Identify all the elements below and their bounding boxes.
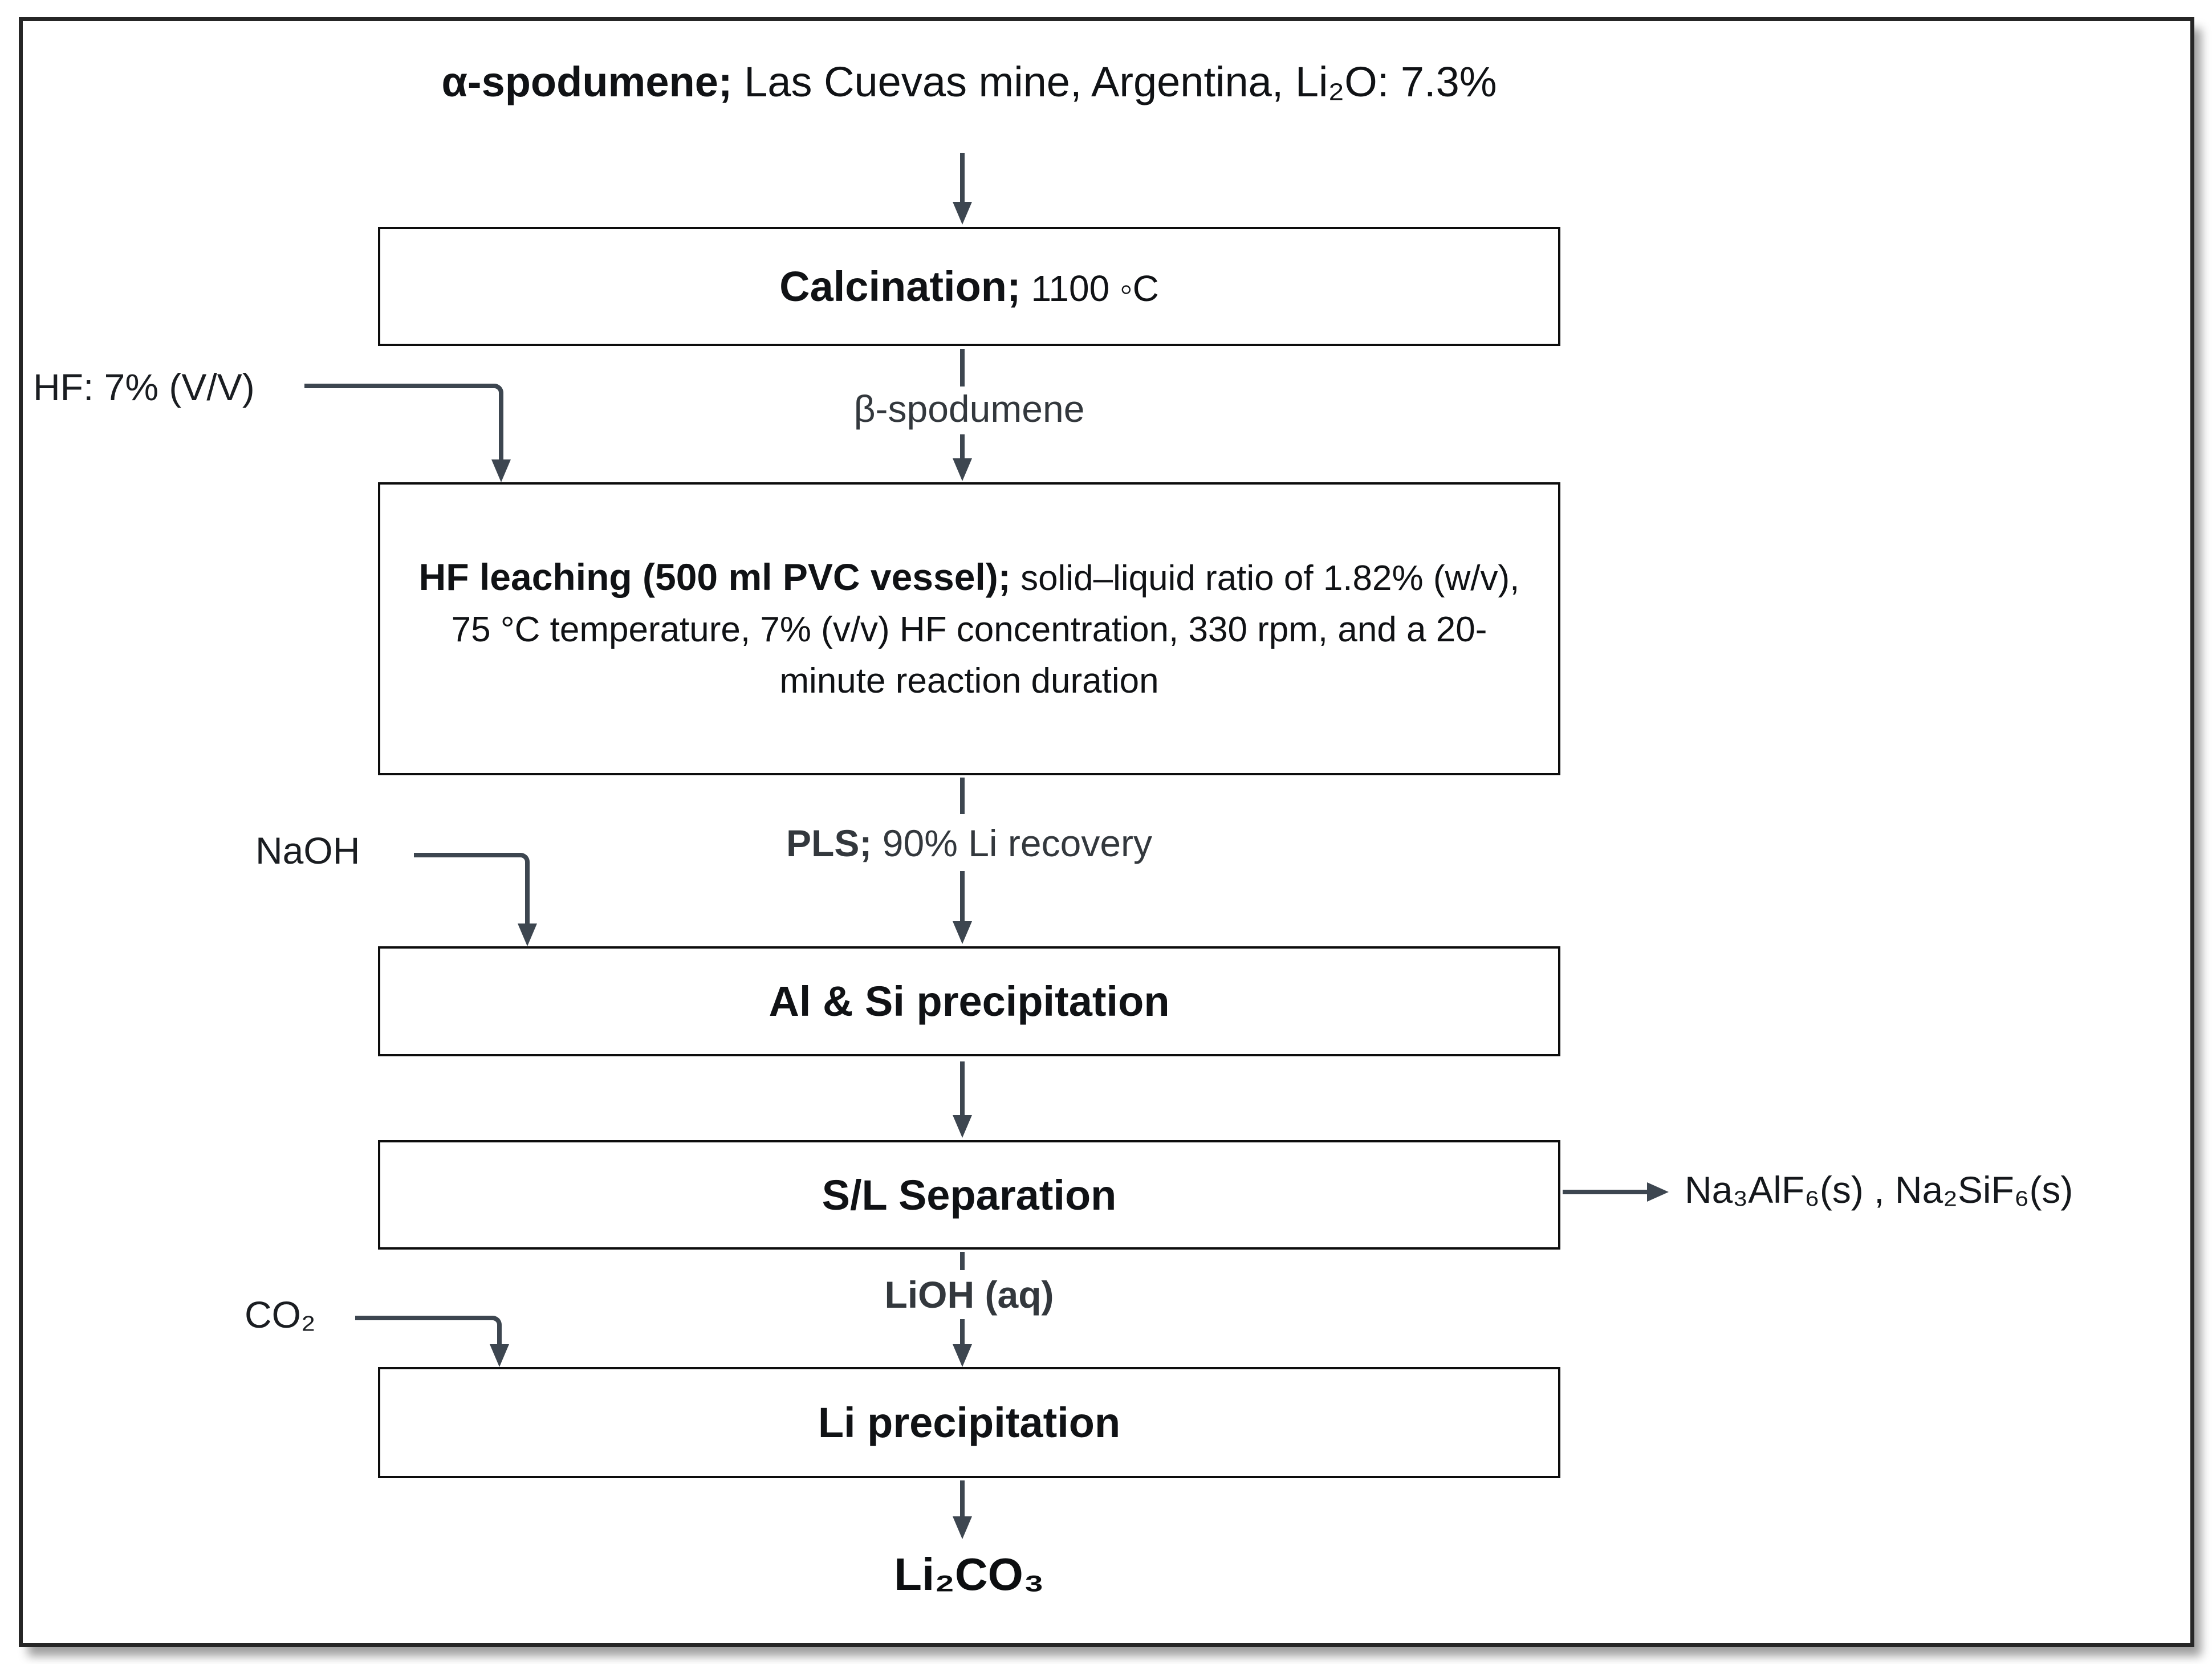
beta-spodumene-text: β-spodumene — [853, 388, 1085, 430]
source-material-name: α-spodumene; — [441, 58, 733, 105]
stream-beta-spodumene-label: β-spodumene — [378, 383, 1560, 434]
arrow-shaft — [1563, 1190, 1647, 1194]
calcination-title: Calcination; — [779, 263, 1021, 310]
node-calcination: Calcination;1100 ◦C — [378, 227, 1560, 346]
arrow-right-icon — [1647, 1182, 1669, 1202]
input-naoh-label: NaOH — [255, 829, 360, 872]
lioh-text: LiOH (aq) — [884, 1274, 1054, 1316]
arrow-down-icon — [953, 202, 972, 225]
node-li-precipitation: Li precipitation — [378, 1367, 1560, 1478]
arrow-shaft — [960, 871, 965, 921]
arrow-shaft — [960, 1319, 965, 1344]
source-material-title: α-spodumene;Las Cuevas mine, Argentina, … — [378, 55, 1560, 109]
arrow-down-icon — [953, 1115, 972, 1138]
arrow-down-icon — [953, 458, 972, 481]
connector-line — [960, 349, 965, 386]
pls-text: PLS; — [786, 822, 872, 864]
li-precipitation-label: Li precipitation — [818, 1399, 1121, 1446]
input-co2-elbow-arrow — [355, 1316, 502, 1345]
node-hf-leaching-label: HF leaching (500 ml PVC vessel);solid–li… — [416, 551, 1522, 707]
hf-leaching-conditions: solid–liquid ratio of 1.82% (w/v), 75 °C… — [451, 558, 1520, 701]
input-hf-elbow-arrow — [304, 384, 503, 461]
al-si-precipitation-label: Al & Si precipitation — [768, 978, 1170, 1025]
node-sl-separation: S/L Separation — [378, 1140, 1560, 1250]
stream-lioh-label: LiOH (aq) — [378, 1269, 1560, 1320]
final-product-label: Li₂CO₃ — [378, 1546, 1560, 1603]
arrow-down-icon — [490, 1344, 509, 1367]
arrow-down-icon — [491, 459, 511, 482]
arrow-shaft — [960, 153, 965, 202]
arrow-shaft — [960, 1480, 965, 1516]
arrow-down-icon — [953, 1344, 972, 1367]
sl-separation-label: S/L Separation — [822, 1171, 1117, 1219]
node-al-si-precipitation: Al & Si precipitation — [378, 946, 1560, 1056]
final-product-text: Li₂CO₃ — [894, 1549, 1044, 1600]
arrow-shaft — [960, 434, 965, 458]
arrow-down-icon — [953, 1516, 972, 1539]
connector-line — [960, 778, 965, 814]
pls-recovery-text: 90% Li recovery — [882, 822, 1153, 864]
solid-byproducts-label: Na₃AlF₆(s) , Na₂SiF₆(s) — [1685, 1169, 2073, 1211]
arrow-down-icon — [518, 923, 537, 946]
node-hf-leaching: HF leaching (500 ml PVC vessel);solid–li… — [378, 482, 1560, 775]
arrow-shaft — [960, 1061, 965, 1115]
source-material-details: Las Cuevas mine, Argentina, Li₂O: 7.3% — [744, 58, 1497, 105]
input-naoh-elbow-arrow — [414, 853, 530, 925]
hf-leaching-title: HF leaching (500 ml PVC vessel); — [418, 555, 1011, 598]
input-hf-label: HF: 7% (V/V) — [33, 366, 255, 408]
input-co2-label: CO₂ — [245, 1293, 316, 1336]
connector-line — [960, 1252, 965, 1270]
node-calcination-label: Calcination;1100 ◦C — [779, 262, 1159, 311]
stream-pls-label: PLS;90% Li recovery — [378, 817, 1560, 869]
arrow-down-icon — [953, 921, 972, 944]
calcination-temperature: 1100 ◦C — [1031, 268, 1159, 309]
